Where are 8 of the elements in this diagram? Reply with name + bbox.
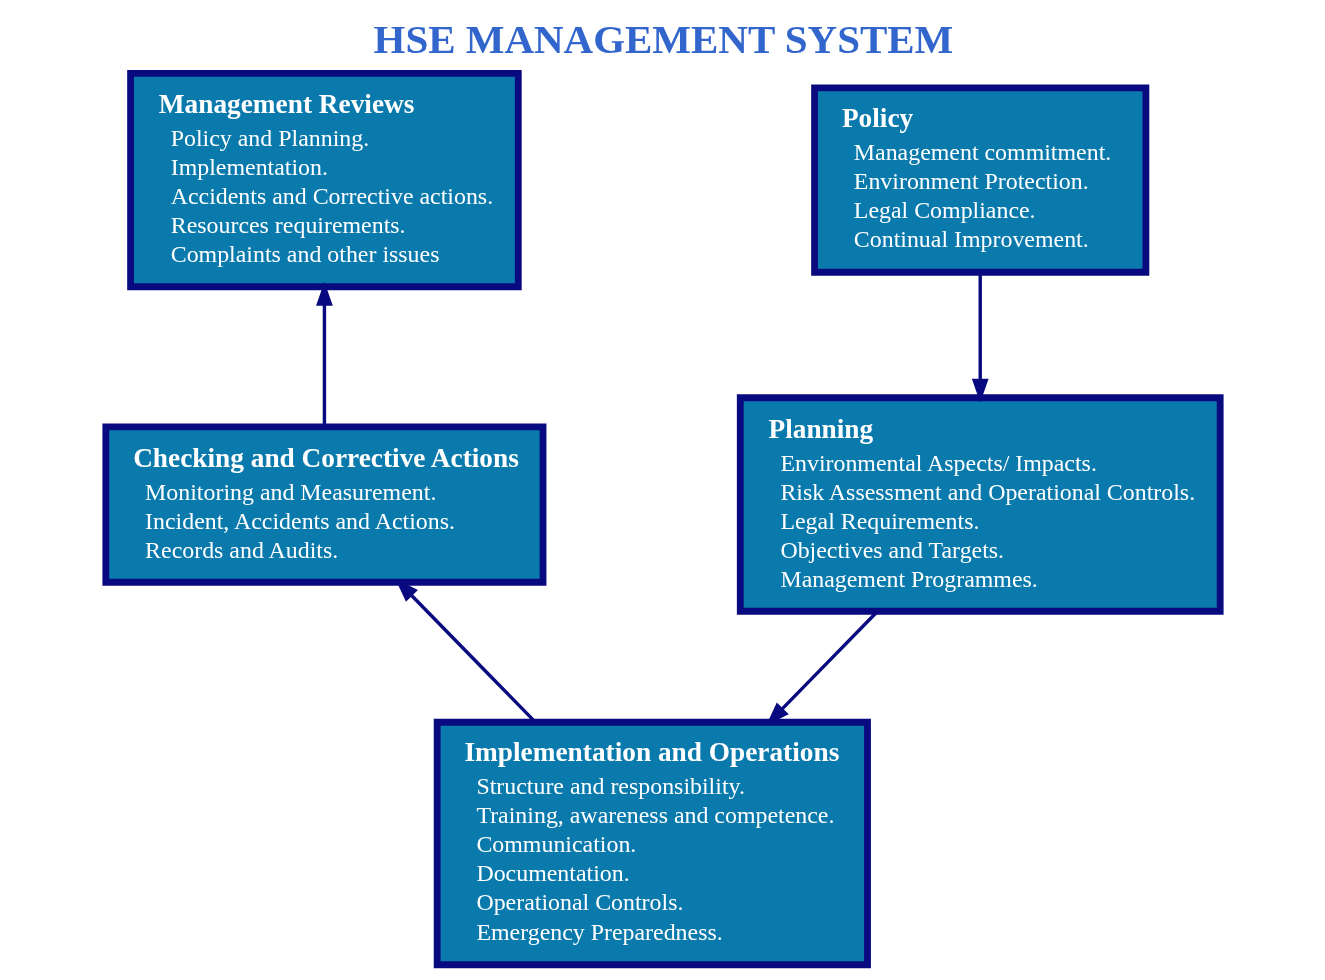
diagram-title: HSE MANAGEMENT SYSTEM bbox=[373, 16, 953, 63]
node-box: Implementation and Operations Structure and responsibility. Training, awareness and competence. Communication. Documentation. Operational Controls. Emergency Preparedness. bbox=[433, 718, 871, 969]
node-box: Policy Management commitment. Environment Protection. Legal Compliance. Continual Improvement. bbox=[810, 84, 1149, 276]
arrow bbox=[315, 281, 333, 427]
node-box: Management Reviews Policy and Planning. Implementation. Accidents and Corrective actions. Resources requirements. Complaints and other issues bbox=[126, 69, 522, 291]
node-box: Checking and Corrective Actions Monitoring and Measurement. Incident, Accidents and Actions. Records and Audits. bbox=[101, 423, 546, 586]
node-box: Planning Environmental Aspects/ Impacts. Risk Assessment and Operational Controls. Legal Requirements. Objectives and Targets. Management Programmes. bbox=[736, 394, 1224, 615]
arrow bbox=[971, 272, 989, 403]
